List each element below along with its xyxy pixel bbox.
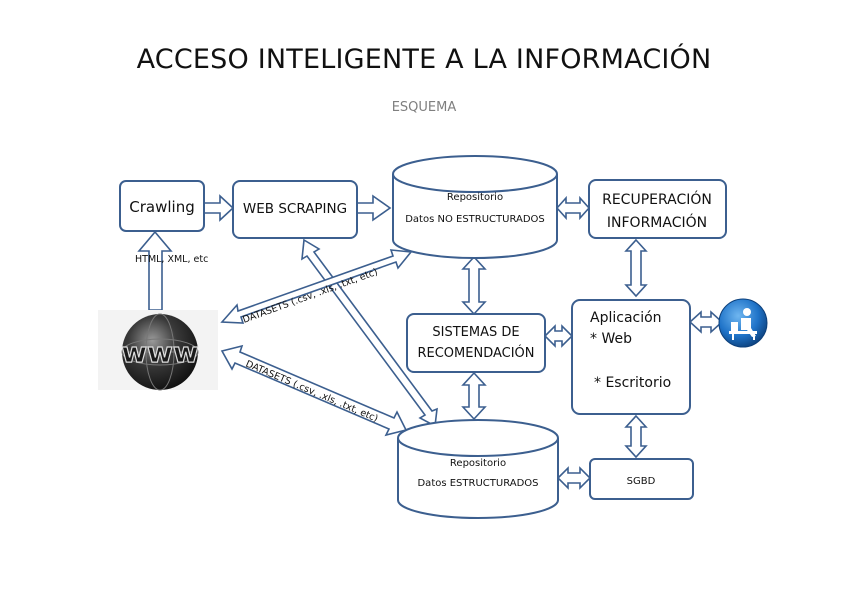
arrow-application-sgbd — [624, 414, 648, 459]
web-scraping-box — [232, 180, 358, 239]
arrow-repo-sgbd — [556, 466, 592, 490]
application-label-line3: * Escritorio — [594, 375, 671, 391]
recommendation-box — [406, 313, 546, 373]
arrow-crawling-to-scraping — [203, 194, 235, 222]
web-scraping-label: WEB SCRAPING — [243, 201, 347, 217]
application-label-line1: Aplicación — [590, 310, 662, 326]
application-label-line2: * Web — [590, 331, 632, 347]
www-globe-icon: www — [98, 310, 218, 391]
recommendation-label-line1: SISTEMAS DE — [432, 325, 519, 340]
repo-unstructured-cylinder — [392, 155, 558, 259]
sgbd-box — [589, 458, 694, 500]
user-at-computer-icon — [718, 298, 768, 348]
arrow-repo-recovery — [555, 195, 591, 221]
arrow-www-to-crawling — [137, 230, 173, 311]
repo-unstructured-title: Repositorio — [447, 192, 503, 203]
crawling-box — [119, 180, 205, 232]
page-title: ACCESO INTELIGENTE A LA INFORMACIÓN — [136, 44, 712, 75]
arrow-repo-recommendation — [461, 255, 487, 316]
arrow-recommendation-repo — [461, 371, 487, 421]
sgbd-label: SGBD — [627, 476, 656, 487]
application-box — [571, 299, 691, 415]
recommendation-label-line2: RECOMENDACIÓN — [417, 345, 534, 361]
repo-structured-subtitle: Datos ESTRUCTURADOS — [417, 478, 538, 489]
arrow-scraping-to-repo — [356, 194, 392, 222]
repo-structured-cylinder — [397, 419, 559, 519]
arrow-application-user — [688, 310, 724, 334]
datasets-lower-label: DATASETS (.csv, .xls, .txt, etc) — [244, 359, 380, 425]
arrow-recovery-application — [624, 238, 648, 298]
crawling-label: Crawling — [129, 198, 194, 216]
repo-structured-title: Repositorio — [450, 458, 506, 469]
recovery-label-line1: RECUPERACIÓN — [602, 190, 712, 208]
page-subtitle: ESQUEMA — [391, 100, 457, 115]
arrow-recommendation-application — [543, 324, 574, 348]
recovery-label-line2: INFORMACIÓN — [607, 213, 707, 231]
recovery-box — [588, 179, 727, 239]
svg-text:www: www — [121, 336, 199, 369]
repo-unstructured-subtitle: Datos NO ESTRUCTURADOS — [405, 214, 545, 225]
formats-label: HTML, XML, etc — [135, 254, 208, 265]
